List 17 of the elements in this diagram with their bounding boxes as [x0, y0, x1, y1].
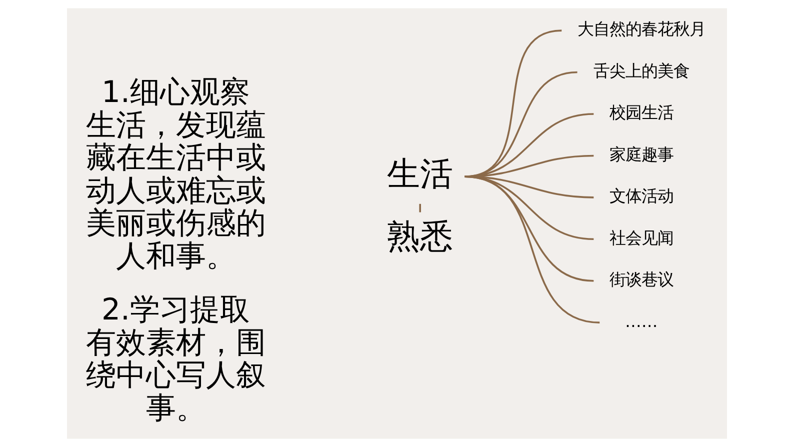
node-text: 大自然的春花秋月 — [577, 20, 706, 39]
label: 2.学习提取有效素材，围绕中心写人叙事。 — [86, 292, 266, 426]
node-text: 社会见闻 — [609, 228, 674, 248]
connector — [464, 176, 594, 282]
connector — [464, 176, 594, 240]
node-text: 熟悉 — [387, 217, 454, 256]
node-text: 校园生活 — [609, 103, 674, 122]
node-text: …… — [624, 312, 658, 331]
connector — [419, 204, 421, 212]
node-text: 文体活动 — [609, 186, 674, 206]
node-text: 家庭趣事 — [609, 144, 674, 164]
node-text: 舌尖上的美食 — [593, 61, 690, 80]
connector — [464, 176, 600, 324]
connector — [464, 176, 594, 198]
label: 1.细心观察生活，发现蕴藏在生活中或动人或难忘或美丽或伤感的人和事。 — [86, 75, 266, 274]
node-text: 生活 — [387, 154, 454, 193]
node-text: 街谈巷议 — [609, 270, 674, 290]
